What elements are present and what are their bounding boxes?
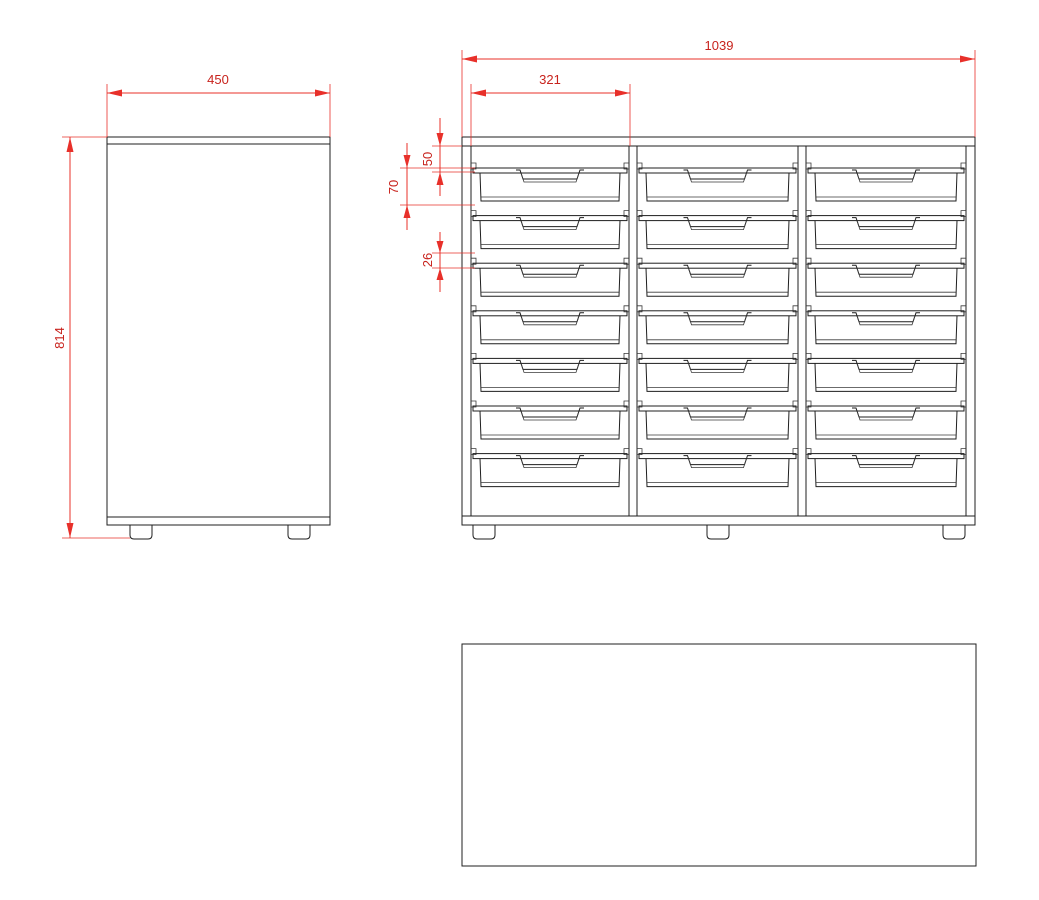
storage-tray	[806, 257, 966, 297]
side-view-feet	[129, 525, 311, 540]
front-view-divider-left	[628, 145, 638, 517]
front-view-divider-right	[797, 145, 807, 517]
storage-tray	[637, 305, 798, 345]
storage-tray	[471, 305, 629, 345]
storage-tray	[471, 400, 629, 440]
front-view-plinth	[461, 515, 976, 526]
dimension-column-width: 321	[470, 72, 631, 146]
storage-tray	[806, 448, 966, 488]
dimension-label-front-width: 1039	[705, 38, 734, 53]
side-view-body	[106, 143, 331, 518]
dimension-label-tray-pitch: 70	[386, 180, 401, 194]
storage-tray	[806, 162, 966, 202]
storage-tray	[471, 210, 629, 250]
front-view-top-panel	[461, 136, 976, 147]
side-view-top-panel	[106, 136, 331, 145]
side-view	[106, 136, 331, 540]
tray-grid	[471, 162, 966, 488]
front-view-body	[461, 145, 976, 517]
storage-tray	[637, 400, 798, 440]
side-foot	[287, 525, 311, 540]
dimension-tray-depth: 26	[420, 232, 475, 292]
storage-tray	[637, 162, 798, 202]
side-view-plinth	[106, 516, 331, 526]
dimension-side-width: 450	[106, 72, 331, 137]
dimension-label-column-width: 321	[539, 72, 561, 87]
storage-tray	[637, 257, 798, 297]
storage-tray	[637, 210, 798, 250]
front-foot	[472, 525, 496, 540]
front-foot	[942, 525, 966, 540]
front-view	[461, 136, 976, 540]
storage-tray	[471, 448, 629, 488]
dimension-top-gap: 50	[420, 118, 475, 196]
front-view-feet	[472, 525, 966, 540]
dimension-label-side-width: 450	[207, 72, 229, 87]
storage-tray	[471, 353, 629, 392]
storage-tray	[806, 210, 966, 250]
dimension-label-tray-depth: 26	[420, 253, 435, 267]
storage-tray	[806, 400, 966, 440]
side-foot	[129, 525, 153, 540]
storage-tray	[637, 448, 798, 488]
front-foot	[706, 525, 730, 540]
storage-tray	[806, 353, 966, 392]
dimension-label-top-gap: 50	[420, 152, 435, 166]
dimension-front-width: 1039	[461, 38, 976, 137]
storage-tray	[806, 305, 966, 345]
storage-tray	[471, 162, 629, 202]
top-view-outline	[461, 643, 977, 867]
storage-tray	[637, 353, 798, 392]
dimension-side-height: 814	[52, 136, 130, 539]
storage-tray	[471, 257, 629, 297]
dimension-tray-pitch: 70	[386, 143, 475, 230]
dimension-label-side-height: 814	[52, 327, 67, 349]
